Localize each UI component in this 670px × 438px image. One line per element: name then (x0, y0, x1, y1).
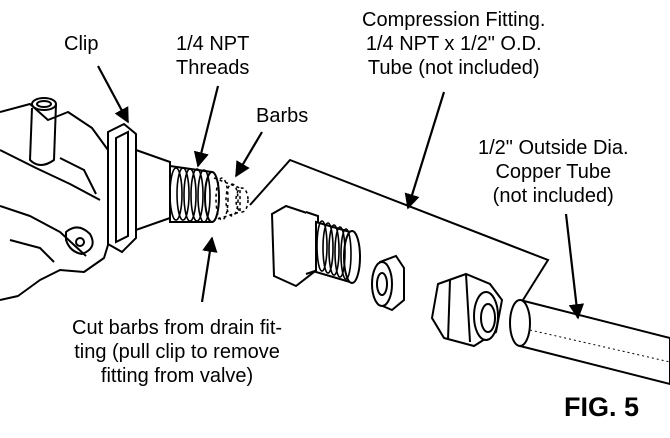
copper-tube (509, 299, 670, 386)
arrow-cut (200, 236, 218, 303)
label-threads: 1/4 NPT Threads (176, 33, 250, 79)
figure-label: FIG. 5 (564, 392, 640, 422)
arrow-barbs (235, 131, 263, 178)
label-compression-fitting: Compression Fitting. 1/4 NPT x 1/2" O.D.… (362, 9, 546, 79)
compression-body (270, 204, 361, 288)
arrow-compression (404, 91, 446, 210)
leader-arrows (97, 65, 585, 320)
valve-body (0, 97, 115, 301)
label-barbs: Barbs (256, 105, 309, 127)
compression-bracket (249, 158, 550, 309)
compression-threads (316, 220, 352, 280)
label-clip: Clip (64, 33, 99, 55)
threads (169, 167, 211, 223)
ferrule (371, 254, 405, 312)
arrow-clip (97, 65, 129, 124)
barbs (213, 177, 249, 221)
label-copper-tube: 1/2" Outside Dia. Copper Tube (not inclu… (478, 137, 629, 207)
arrow-tube (564, 213, 585, 320)
label-cut-barbs: Cut barbs from drain fit- ting (pull cli… (72, 317, 283, 387)
compression-nut (430, 272, 504, 348)
clip (107, 122, 137, 254)
arrow-threads (193, 85, 220, 168)
